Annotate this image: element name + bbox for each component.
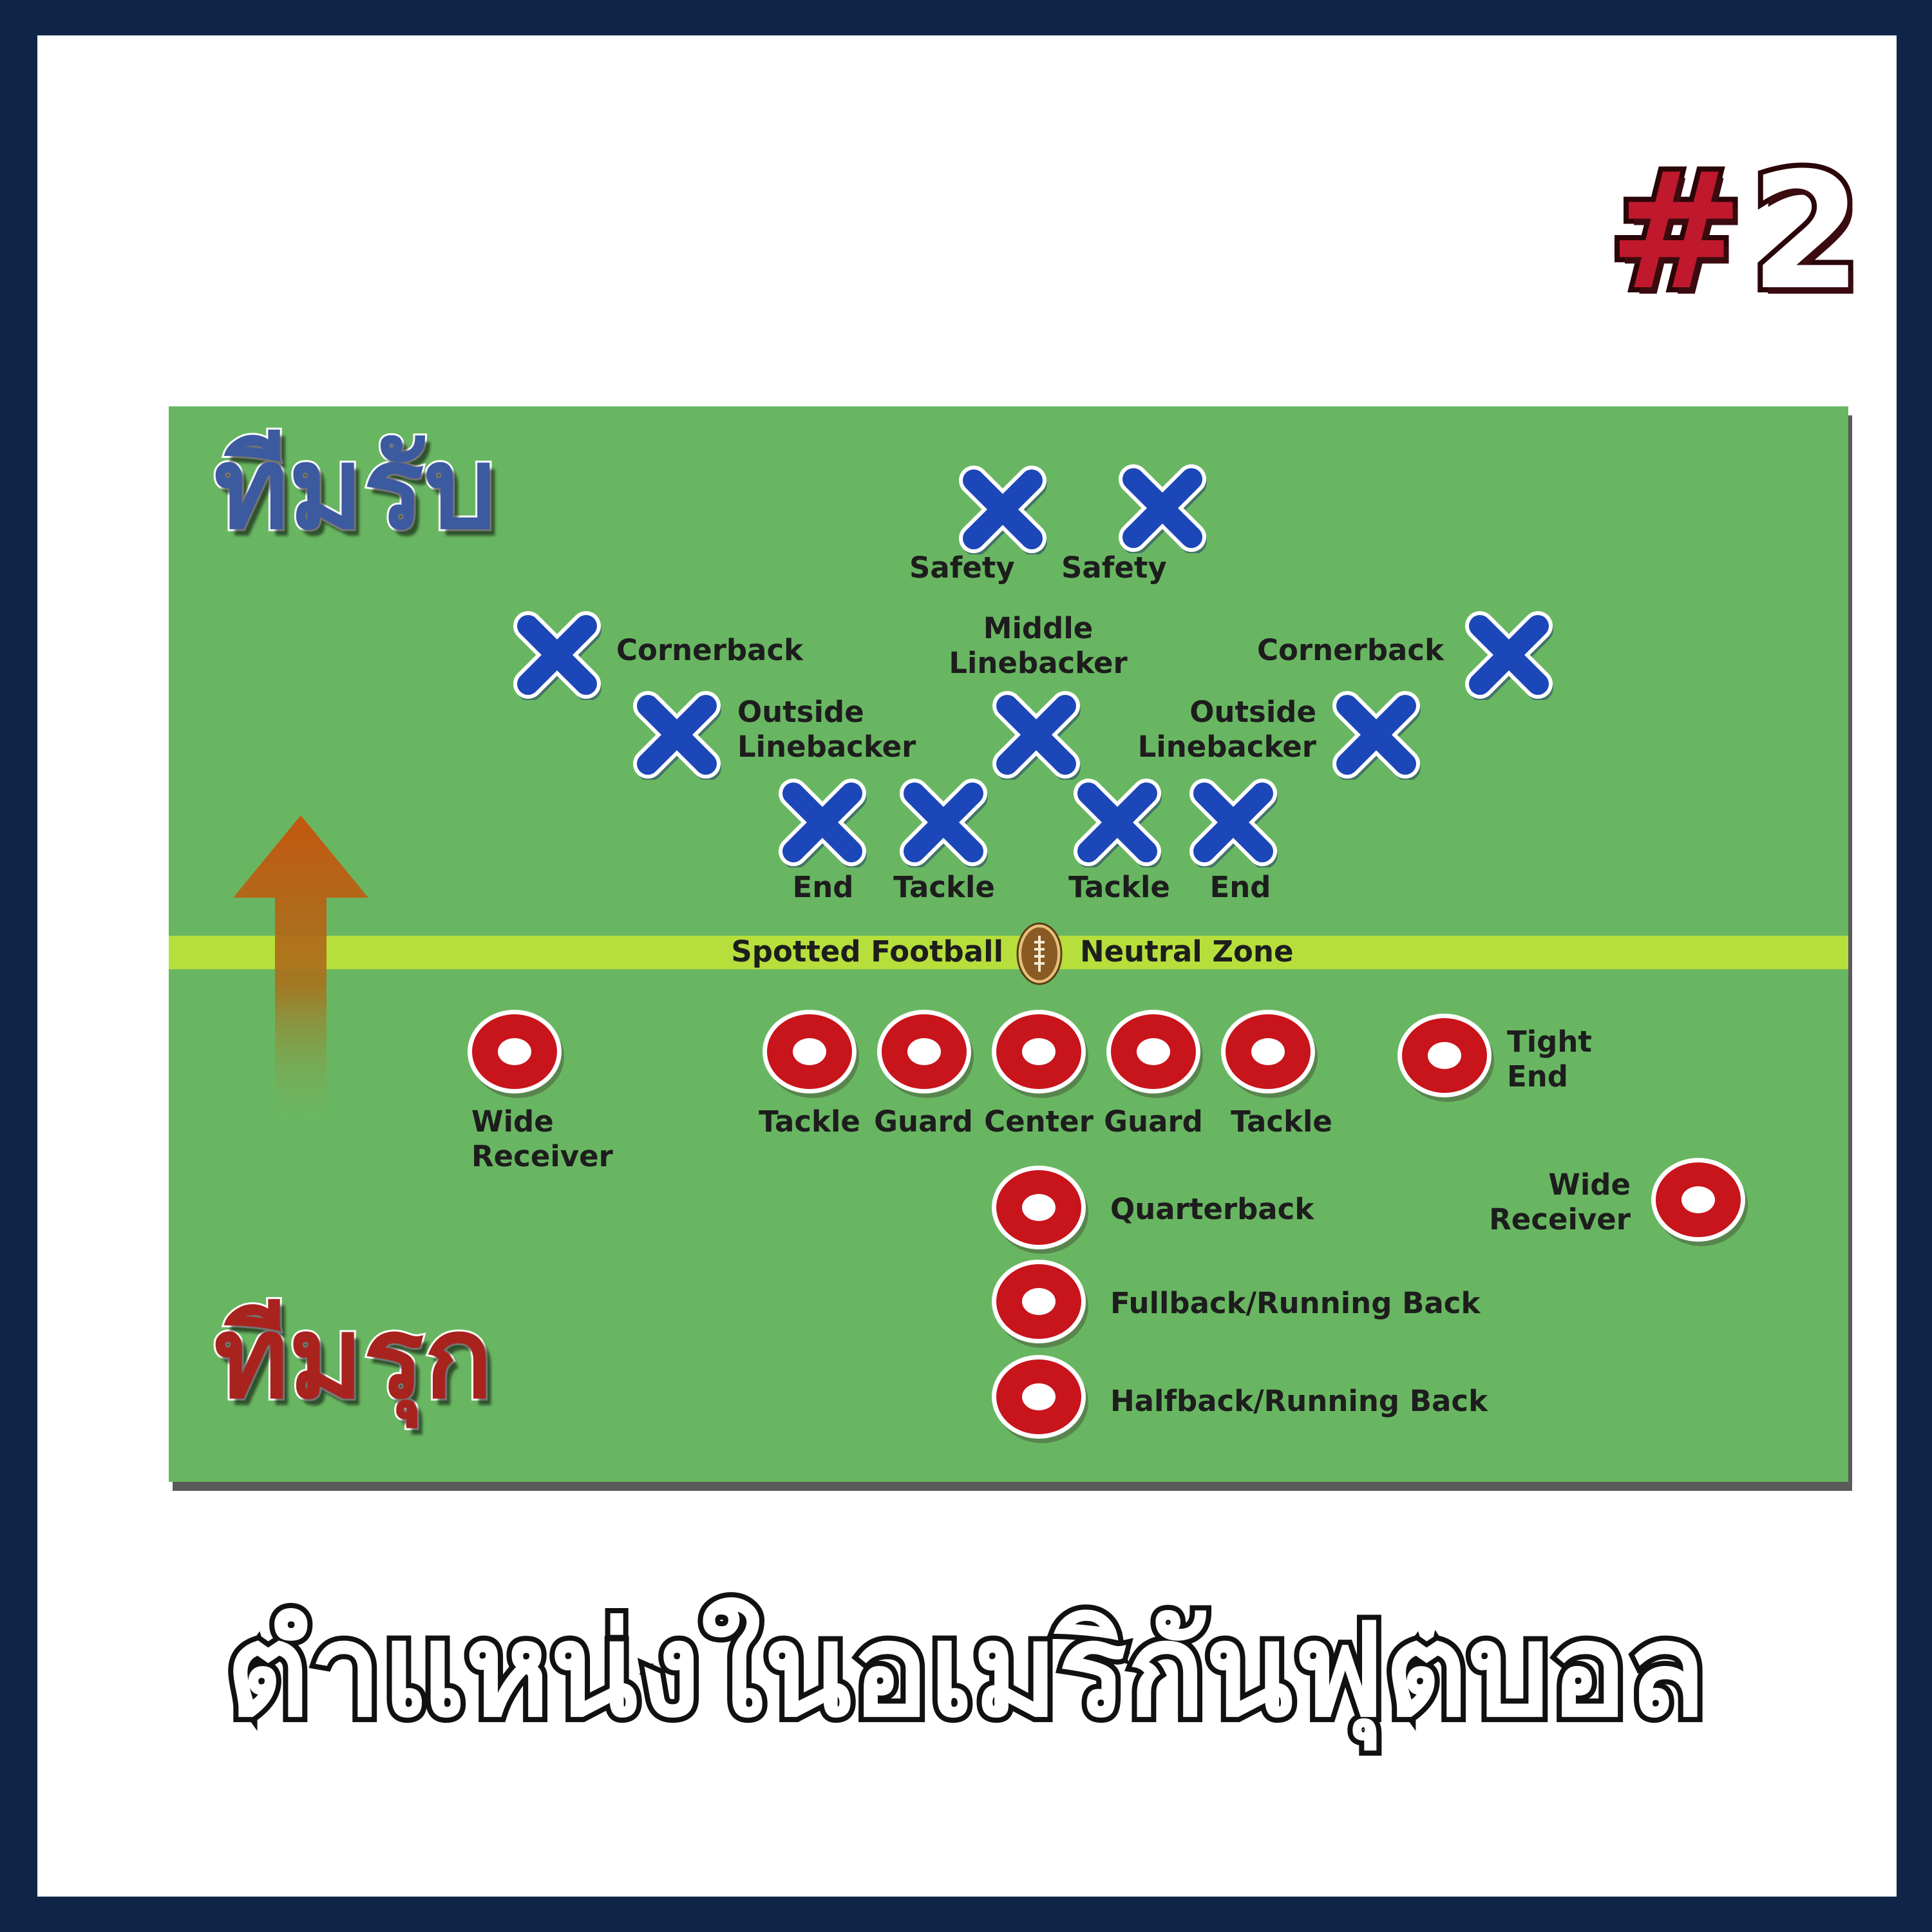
- label-halfback: Halfback/Running Back: [1110, 1384, 1488, 1418]
- offense-o-halfback: [992, 1355, 1088, 1443]
- defense-x-cornerback-right: [1465, 611, 1553, 700]
- neutral-zone-label: Neutral Zone: [1080, 934, 1294, 969]
- label-outside-linebacker-right: Outside Linebacker: [1137, 695, 1316, 764]
- offense-o-guard-left: [877, 1010, 974, 1098]
- defense-x-outside-linebacker-left: [633, 691, 721, 780]
- badge-hash: #: [1604, 138, 1750, 325]
- label-tackle-right: Tackle: [1068, 870, 1170, 904]
- label-fullback: Fullback/Running Back: [1110, 1286, 1481, 1320]
- label-outside-linebacker-left: Outside Linebacker: [737, 695, 916, 764]
- spotted-football-label: Spotted Football: [731, 934, 1003, 969]
- defense-x-outside-linebacker-right: [1332, 691, 1421, 780]
- offense-o-fullback: [992, 1260, 1088, 1348]
- defense-x-end-left: [779, 779, 867, 867]
- offense-o-tackle-right: [1221, 1010, 1318, 1098]
- defense-x-tackle-left: [900, 779, 988, 867]
- label-end-left: End: [792, 870, 854, 904]
- label-tackle-left: Tackle: [893, 870, 995, 904]
- offense-o-wide-receiver-left: [468, 1010, 564, 1098]
- label-cornerback-left: Cornerback: [616, 633, 804, 667]
- label-tackle-left-offense: Tackle: [759, 1104, 860, 1139]
- label-middle-linebacker: Middle Linebacker: [949, 611, 1128, 680]
- offense-o-quarterback: [992, 1166, 1088, 1254]
- label-safety-left: Safety: [909, 551, 1015, 585]
- badge-number: 2: [1745, 138, 1869, 325]
- defense-team-label: ทีมรับ: [212, 422, 498, 554]
- label-wide-receiver-left: Wide Receiver: [471, 1104, 613, 1173]
- direction-arrow-icon: [233, 815, 368, 1124]
- label-center: Center: [984, 1104, 1094, 1139]
- defense-x-cornerback-left: [513, 611, 601, 700]
- offense-team-label: ทีมรุก: [212, 1292, 495, 1424]
- label-cornerback-right: Cornerback: [1256, 633, 1444, 667]
- football-icon: [1016, 922, 1063, 985]
- defense-x-middle-linebacker: [992, 691, 1081, 780]
- label-tight-end: Tight End: [1507, 1025, 1592, 1094]
- football-field-diagram: ทีมรับ ทีมรุก: [169, 406, 1848, 1482]
- offense-o-tackle-left: [762, 1010, 859, 1098]
- card: #2 ทีมรับ ทีมรุก: [37, 35, 1897, 1897]
- defense-x-safety-left: [959, 466, 1047, 554]
- label-safety-right: Safety: [1061, 551, 1167, 585]
- label-end-right: End: [1209, 870, 1271, 904]
- offense-o-tight-end: [1397, 1014, 1494, 1102]
- label-guard-left: Guard: [874, 1104, 973, 1139]
- defense-x-tackle-right: [1074, 779, 1162, 867]
- label-quarterback: Quarterback: [1110, 1192, 1314, 1226]
- defense-x-safety-right: [1119, 464, 1207, 553]
- slide-number-badge: #2: [1604, 146, 1868, 317]
- label-tackle-right-offense: Tackle: [1231, 1104, 1332, 1139]
- offense-o-wide-receiver-right: [1651, 1158, 1748, 1246]
- label-guard-right: Guard: [1104, 1104, 1203, 1139]
- offense-o-guard-right: [1106, 1010, 1203, 1098]
- defense-x-end-right: [1189, 779, 1278, 867]
- page-title: ตำแหน่งในอเมริกันฟุตบอล: [221, 1591, 1711, 1751]
- label-wide-receiver-right: Wide Receiver: [1489, 1168, 1631, 1236]
- neutral-zone-band: [169, 936, 1848, 969]
- offense-o-center: [992, 1010, 1088, 1098]
